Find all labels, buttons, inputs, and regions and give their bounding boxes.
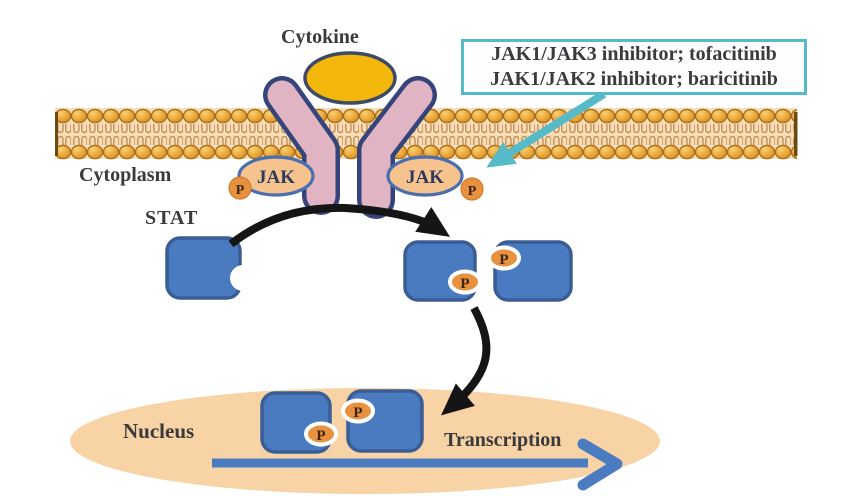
- inhibitor-line-1: JAK1/JAK3 inhibitor; tofacitinib: [491, 43, 777, 65]
- stat-monomer: [165, 236, 256, 300]
- jak-label: JAK: [257, 167, 295, 188]
- phosphate-badge: P: [341, 398, 375, 424]
- phosphate-label: P: [468, 184, 477, 199]
- stat-activation-arrow: [228, 203, 451, 248]
- phosphate-label: P: [316, 428, 325, 444]
- inhibitor-annotation-box: JAK1/JAK3 inhibitor; tofacitinib JAK1/JA…: [461, 39, 807, 95]
- cytokine-label: Cytokine: [281, 26, 359, 48]
- jak-label: JAK: [406, 167, 444, 188]
- cell-membrane: [55, 108, 798, 160]
- transcription-arrow: [212, 438, 623, 491]
- inhibitor-arrow: [486, 90, 607, 168]
- jak-right: JAK: [386, 155, 464, 197]
- stat-docking-notch: [230, 265, 256, 291]
- stat-label: STAT: [145, 207, 199, 229]
- phosphate-badge: P: [448, 269, 482, 295]
- nuclear-stat-dimer: P P: [260, 389, 424, 454]
- phosphate-badge: P: [460, 177, 484, 201]
- jak-left: JAK: [237, 155, 315, 197]
- phosphate-label: P: [236, 183, 245, 198]
- cytoplasm-label: Cytoplasm: [79, 164, 172, 186]
- phosphate-badge: P: [228, 176, 252, 200]
- phosphate-label: P: [460, 276, 469, 292]
- cytokine-ligand: [303, 51, 397, 105]
- phosphate-badge: P: [487, 245, 521, 271]
- stat-dimer: P P: [403, 240, 573, 302]
- cytokine-receptor: [263, 76, 437, 219]
- inhibitor-line-2: JAK1/JAK2 inhibitor; baricitinib: [490, 68, 778, 90]
- phosphate-label: P: [499, 252, 508, 268]
- nuclear-import-arrow: [441, 306, 491, 416]
- phosphate-label: P: [353, 405, 362, 421]
- phosphate-badge: P: [304, 421, 338, 447]
- nucleus-label: Nucleus: [123, 419, 195, 443]
- transcription-label: Transcription: [444, 429, 562, 451]
